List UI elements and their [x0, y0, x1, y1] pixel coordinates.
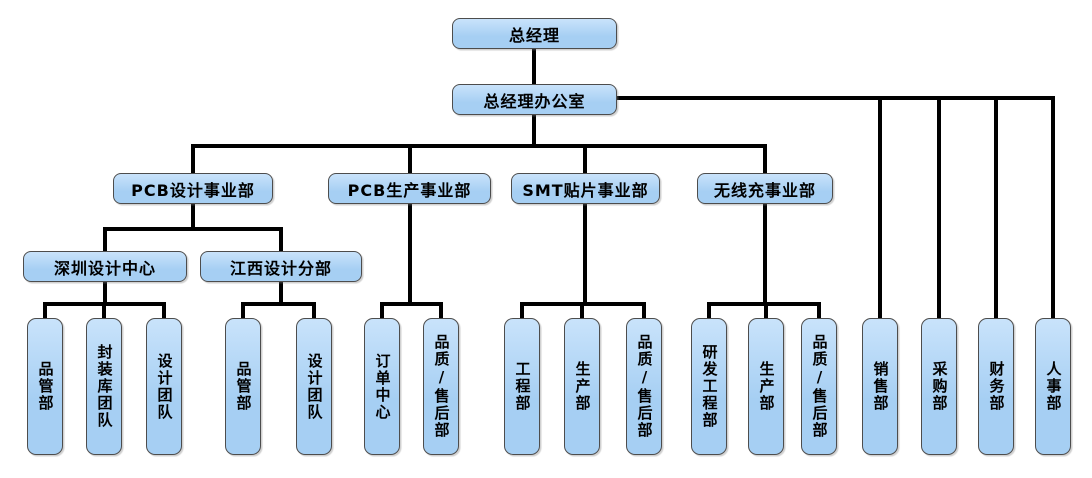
node-hr-dept[interactable]: 人事部	[1035, 318, 1071, 455]
connector-line	[583, 204, 587, 306]
node-finance-dept[interactable]: 财务部	[978, 318, 1014, 455]
connector-line	[380, 302, 443, 306]
node-wireless-production-dept[interactable]: 生产部	[748, 318, 784, 455]
node-label: 财务部	[987, 361, 1006, 412]
connector-line	[937, 96, 941, 318]
node-pcb-production-division[interactable]: PCB生产事业部	[328, 173, 491, 204]
node-jx-design-team[interactable]: 设计团队	[296, 318, 332, 455]
connector-line	[103, 282, 107, 306]
node-label: 人事部	[1044, 361, 1063, 412]
node-label: 研发工程部	[700, 344, 719, 429]
node-label: 总经理	[508, 25, 560, 45]
node-label: 采购部	[930, 361, 949, 412]
connector-line	[191, 204, 195, 231]
node-sz-design-team[interactable]: 设计团队	[146, 318, 182, 455]
connector-line	[764, 302, 768, 318]
connector-line	[102, 302, 106, 318]
connector-line	[241, 302, 316, 306]
node-label: 封装库团队	[95, 344, 114, 429]
connector-line	[408, 144, 412, 173]
connector-line	[380, 302, 384, 318]
node-label: 工程部	[513, 361, 532, 412]
connector-line	[707, 302, 711, 318]
node-label: 品质/售后部	[635, 334, 654, 439]
connector-line	[532, 114, 536, 148]
connector-line	[520, 302, 524, 318]
connector-line	[642, 302, 646, 318]
node-label: 深圳设计中心	[53, 258, 156, 278]
connector-line	[583, 144, 587, 173]
node-general-manager[interactable]: 总经理	[452, 18, 617, 49]
connector-line	[878, 96, 882, 318]
connector-line	[241, 302, 245, 318]
connector-line	[763, 144, 767, 173]
node-wireless-charging-division[interactable]: 无线充事业部	[697, 173, 833, 204]
node-label: 品管部	[234, 361, 253, 412]
node-label: 品质/售后部	[432, 334, 451, 439]
connector-line	[191, 144, 767, 148]
node-gm-office[interactable]: 总经理办公室	[452, 84, 617, 115]
connector-line	[532, 49, 536, 85]
connector-line	[103, 227, 107, 252]
connector-line	[191, 144, 195, 173]
connector-line	[1051, 96, 1055, 318]
node-label: 销售部	[871, 361, 890, 412]
node-sz-quality-dept[interactable]: 品管部	[27, 318, 63, 455]
connector-line	[615, 96, 1055, 100]
connector-line	[312, 302, 316, 318]
connector-line	[817, 302, 821, 318]
node-label: 总经理办公室	[483, 91, 586, 111]
node-order-center[interactable]: 订单中心	[364, 318, 400, 455]
node-pcb-production-quality-aftersales-dept[interactable]: 品质/售后部	[423, 318, 459, 455]
node-sz-packaging-library-team[interactable]: 封装库团队	[86, 318, 122, 455]
connector-line	[279, 282, 283, 306]
node-wireless-quality-aftersales-dept[interactable]: 品质/售后部	[801, 318, 837, 455]
node-label: PCB生产事业部	[347, 180, 472, 200]
node-pcb-design-division[interactable]: PCB设计事业部	[113, 173, 273, 204]
node-label: 江西设计分部	[229, 258, 332, 278]
node-label: 订单中心	[373, 352, 392, 421]
node-jiangxi-design-branch[interactable]: 江西设计分部	[200, 251, 362, 282]
connector-line	[279, 227, 283, 252]
node-label: SMT贴片事业部	[522, 180, 649, 200]
node-rd-engineering-dept[interactable]: 研发工程部	[691, 318, 727, 455]
node-shenzhen-design-center[interactable]: 深圳设计中心	[23, 251, 187, 282]
connector-line	[408, 204, 412, 306]
node-label: 生产部	[573, 361, 592, 412]
connector-line	[162, 302, 166, 318]
node-sales-dept[interactable]: 销售部	[862, 318, 898, 455]
node-label: 生产部	[757, 361, 776, 412]
node-smt-engineering-dept[interactable]: 工程部	[504, 318, 540, 455]
node-smt-quality-aftersales-dept[interactable]: 品质/售后部	[626, 318, 662, 455]
connector-line	[994, 96, 998, 318]
node-label: 无线充事业部	[713, 180, 816, 200]
node-label: 品管部	[36, 361, 55, 412]
node-label: 品质/售后部	[810, 334, 829, 439]
node-smt-production-dept[interactable]: 生产部	[564, 318, 600, 455]
connector-line	[43, 302, 47, 318]
connector-line	[439, 302, 443, 318]
connector-line	[763, 204, 767, 306]
node-label: 设计团队	[155, 352, 174, 421]
node-purchasing-dept[interactable]: 采购部	[921, 318, 957, 455]
connector-line	[580, 302, 584, 318]
connector-line	[103, 227, 283, 231]
node-label: 设计团队	[305, 352, 324, 421]
node-label: PCB设计事业部	[131, 180, 255, 200]
node-smt-division[interactable]: SMT贴片事业部	[511, 173, 660, 204]
node-jx-quality-dept[interactable]: 品管部	[225, 318, 261, 455]
